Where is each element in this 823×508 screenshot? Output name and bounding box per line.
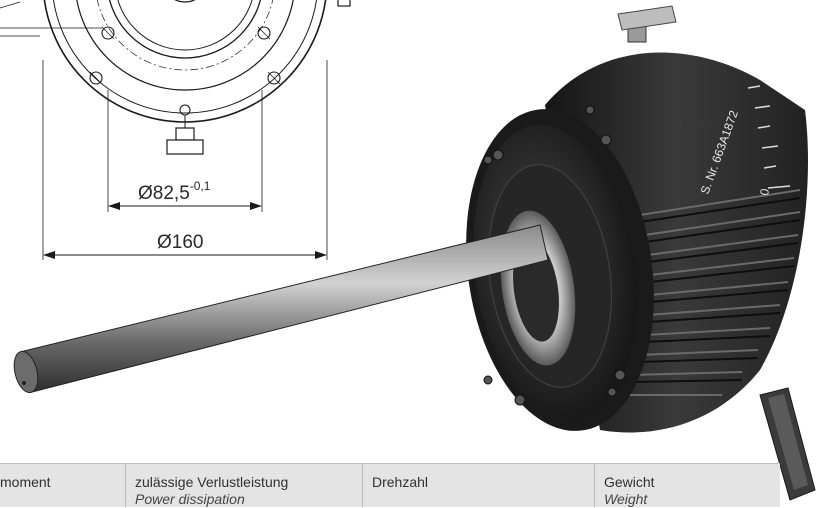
spec-label-de: zulässige Verlustleistung bbox=[135, 474, 289, 490]
spec-column-weight: Gewicht Weight bbox=[604, 474, 655, 508]
spec-label-en: Weight bbox=[604, 491, 648, 507]
dimension-outer-label: Ø160 bbox=[157, 232, 203, 253]
flange-drawing bbox=[0, 0, 351, 260]
spec-column-power: zulässige Verlustleistung Power dissipat… bbox=[135, 474, 288, 508]
spec-column-speed: Drehzahl bbox=[372, 474, 428, 491]
divider bbox=[594, 464, 595, 507]
spec-label-de: Drehzahl bbox=[372, 474, 429, 490]
spec-column-moment: moment bbox=[0, 474, 51, 491]
dimension-inner-label: Ø82,5-0,1 bbox=[138, 179, 211, 204]
divider bbox=[362, 464, 363, 507]
divider bbox=[125, 464, 126, 507]
dimension-arrows bbox=[43, 202, 327, 259]
spec-label-de: Gewicht bbox=[604, 474, 655, 490]
spec-label-de: moment bbox=[0, 474, 51, 490]
brake-photo: 0 S. Nr. 663A1872 bbox=[13, 5, 816, 501]
scale-zero: 0 bbox=[757, 187, 772, 196]
dimension-tolerance: -0,1 bbox=[190, 179, 211, 193]
spec-header-bar: moment zulässige Verlustleistung Power d… bbox=[0, 463, 780, 507]
spec-label-en: Power dissipation bbox=[135, 491, 245, 507]
